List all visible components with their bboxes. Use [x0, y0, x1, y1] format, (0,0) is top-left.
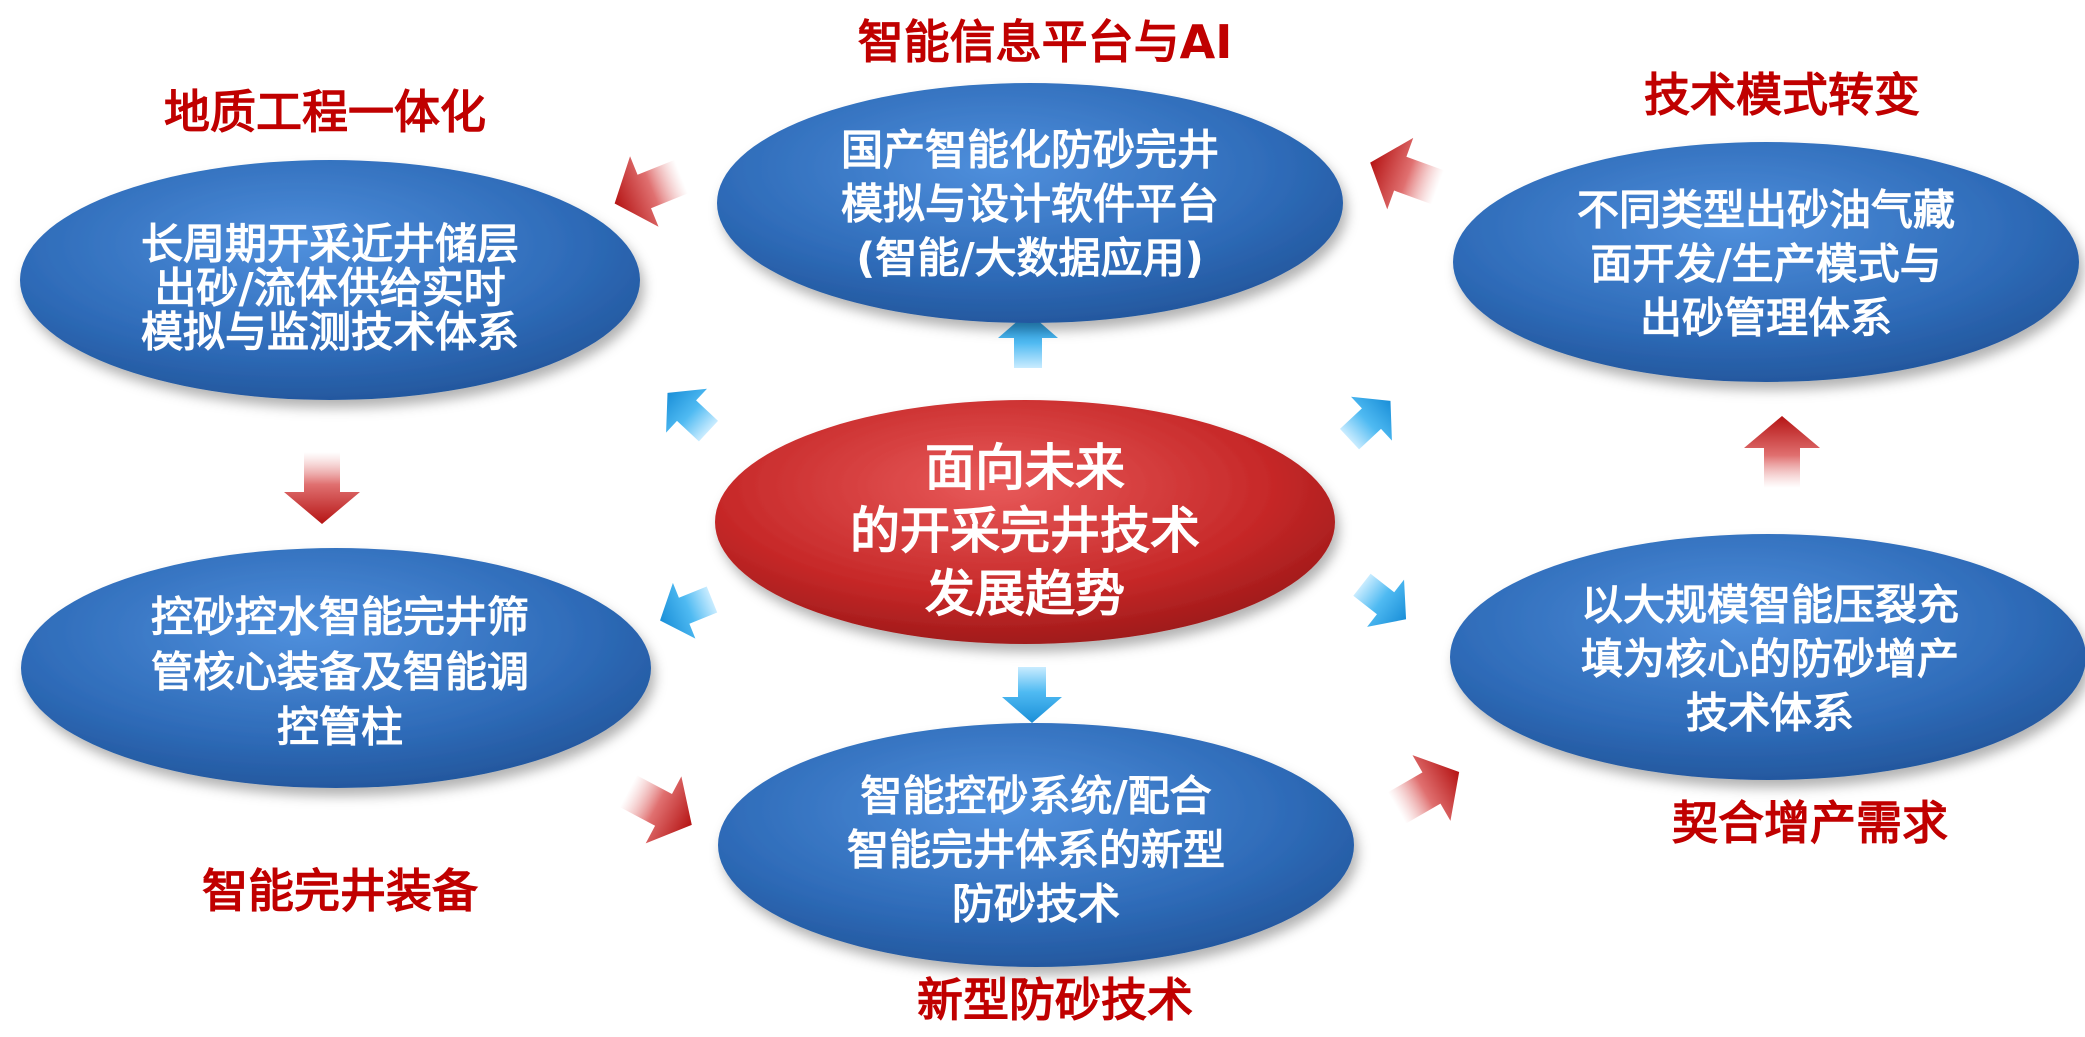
arrow-center-to-top-left: [666, 388, 719, 442]
node-top-line-3: (智能/大数据应用): [856, 234, 1204, 283]
center-line-1: 面向未来: [925, 439, 1125, 497]
node-top-left-line-2: 出砂/流体供给实时: [154, 264, 505, 313]
node-bottom-line-2: 智能完井体系的新型: [847, 826, 1225, 875]
node-bottom-left-line-1: 控砂控水智能完井筛: [151, 593, 529, 642]
node-top-right-line-2: 面开发/生产模式与: [1590, 240, 1941, 289]
arrow-bottom-left-to-bottom: [619, 775, 692, 844]
center-line-2: 的开采完井技术: [850, 502, 1200, 560]
node-center: [715, 400, 1335, 644]
caption-bottom-left: 智能完井装备: [202, 864, 479, 918]
arrow-center-to-top-right: [1339, 396, 1392, 450]
node-top-right: [1453, 142, 2079, 382]
node-top-right-line-3: 出砂管理体系: [1640, 294, 1892, 343]
arrow-center-to-bottom: [1002, 667, 1062, 723]
caption-top-left: 地质工程一体化: [164, 85, 486, 139]
arrow-center-to-top: [998, 312, 1058, 368]
captions: 智能信息平台与AI 地质工程一体化 技术模式转变 智能完井装备 新型防砂技术 契…: [164, 15, 1948, 1027]
node-top-line-2: 模拟与设计软件平台: [841, 180, 1219, 229]
node-top-line-1: 国产智能化防砂完井: [841, 126, 1219, 175]
node-top: [717, 83, 1343, 323]
inner-arrows: [660, 312, 1407, 723]
outer-arrows: [284, 137, 1820, 844]
node-bottom-line-3: 防砂技术: [952, 880, 1120, 929]
node-bottom-left-line-3: 控管柱: [277, 703, 403, 752]
center-line-3: 发展趋势: [925, 565, 1125, 623]
arrow-center-to-bottom-left: [660, 582, 718, 639]
node-bottom: [718, 723, 1354, 967]
node-top-left-line-3: 模拟与监测技术体系: [141, 308, 519, 357]
arrow-top-right-to-top: [1370, 137, 1444, 210]
node-bottom-left: [21, 548, 651, 788]
arrow-center-to-bottom-right: [1353, 573, 1407, 627]
caption-bottom-right: 契合增产需求: [1672, 796, 1948, 850]
node-top-right-line-1: 不同类型出砂油气藏: [1577, 186, 1955, 235]
node-bottom-right: [1450, 534, 2085, 780]
node-top-left: [20, 160, 640, 400]
node-top-left-line-1: 长周期开采近井储层: [141, 220, 519, 269]
node-bottom-right-line-3: 技术体系: [1686, 689, 1854, 738]
node-bottom-line-1: 智能控砂系统/配合: [860, 772, 1211, 821]
caption-bottom: 新型防砂技术: [917, 973, 1193, 1027]
arrow-bottom-to-bottom-right: [1387, 755, 1460, 824]
arrow-top-to-top-left: [614, 156, 689, 227]
nodes: [20, 83, 2085, 967]
caption-top: 智能信息平台与AI: [858, 15, 1233, 69]
node-bottom-left-line-2: 管核心装备及智能调: [151, 648, 529, 697]
node-bottom-right-line-2: 填为核心的防砂增产: [1581, 635, 1959, 684]
node-bottom-right-line-1: 以大规模智能压裂充: [1581, 581, 1959, 630]
caption-top-right: 技术模式转变: [1644, 68, 1920, 122]
arrow-top-left-to-bottom-left: [284, 452, 360, 524]
node-texts: 长周期开采近井储层 出砂/流体供给实时 模拟与监测技术体系 国产智能化防砂完井 …: [141, 126, 1959, 929]
arrow-bottom-right-to-top-right: [1744, 416, 1820, 488]
